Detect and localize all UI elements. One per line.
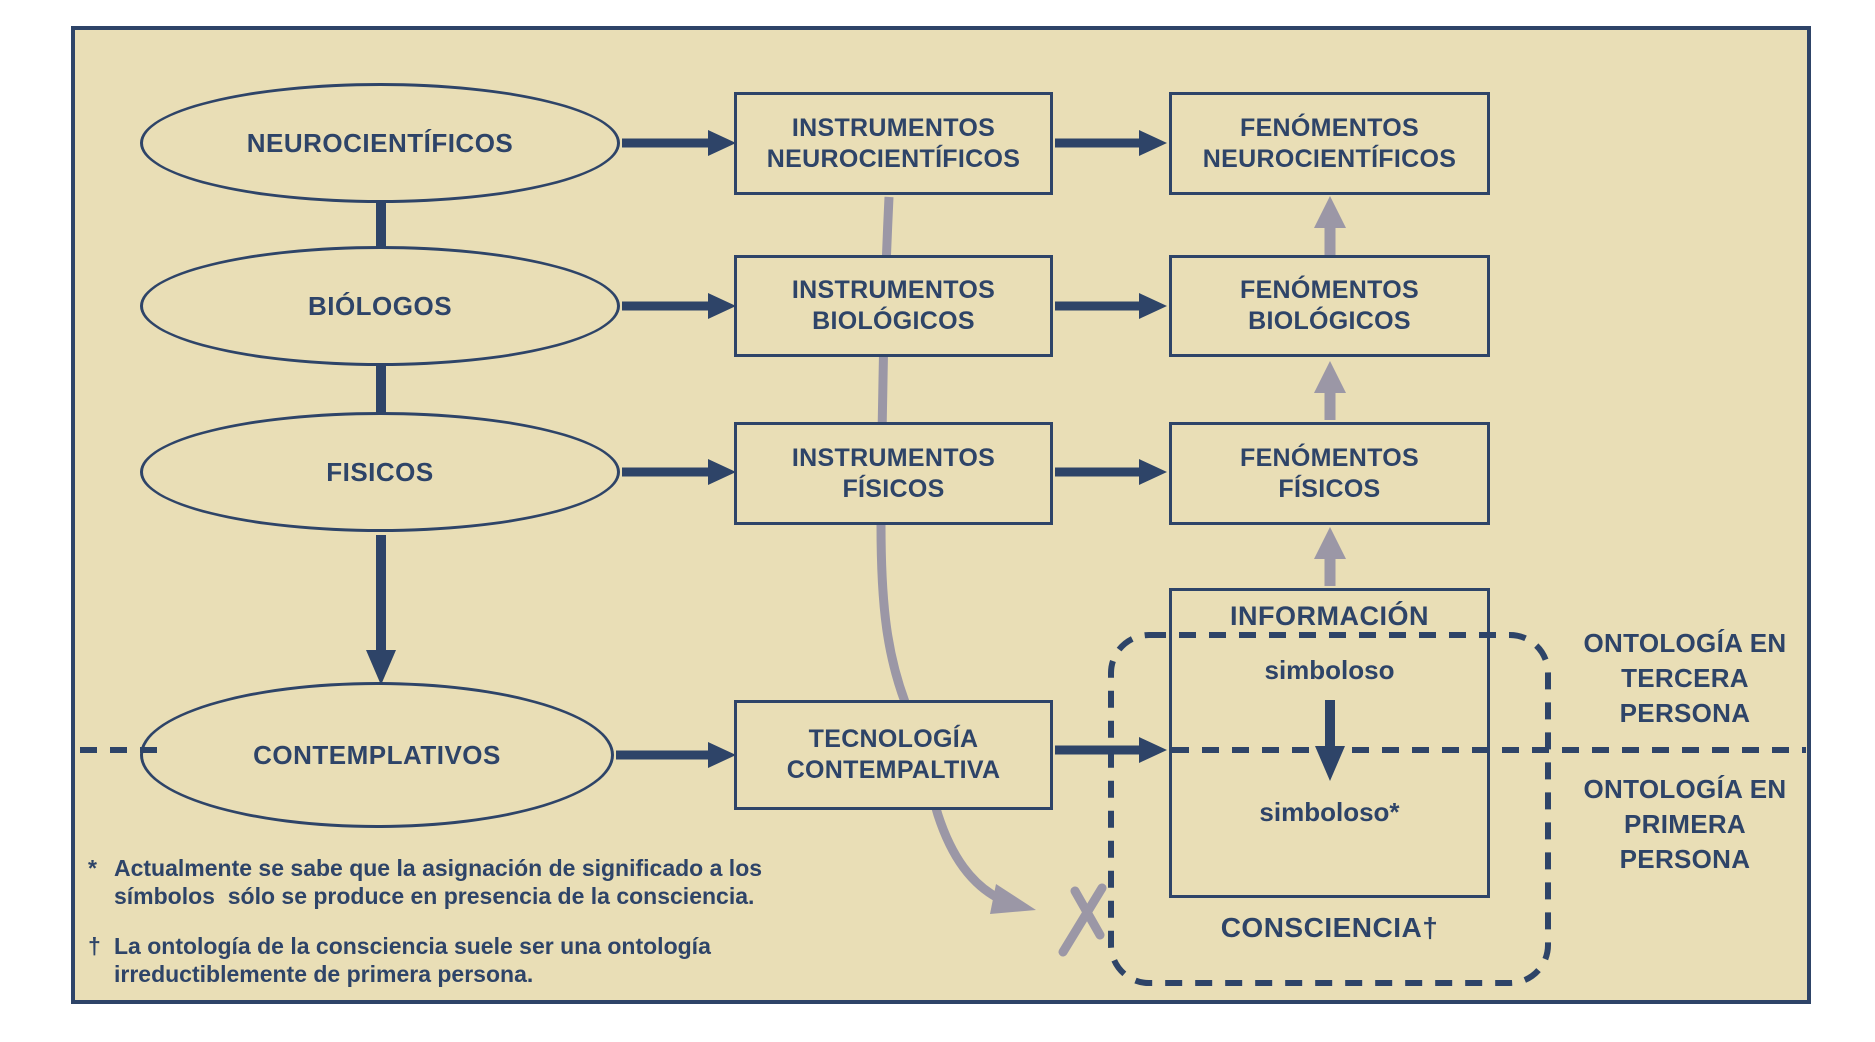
footnote-asterisk: * Actualmente se sabe que la asignación … bbox=[88, 854, 868, 910]
box-tecnologia-contemplativa: TECNOLOGÍA CONTEMPALTIVA bbox=[734, 700, 1053, 810]
simboloso-upper: simboloso bbox=[1264, 655, 1395, 685]
footnote-text: La ontología de la consciencia suele ser… bbox=[114, 933, 711, 987]
ellipse-label: BIÓLOGOS bbox=[307, 290, 453, 321]
ellipse-label: NEUROCIENTÍFICOS bbox=[246, 127, 514, 158]
simboloso-lower: simboloso* bbox=[1259, 797, 1400, 827]
box-label-line1: TECNOLOGÍA bbox=[808, 725, 979, 753]
ellipse-biologos: BIÓLOGOS bbox=[140, 246, 620, 366]
box-label-line2: NEUROCIENTÍFICOS bbox=[766, 144, 1021, 173]
box-instrumentos-biologicos: INSTRUMENTOS BIOLÓGICOS bbox=[734, 255, 1053, 357]
box-label-line2: NEUROCIENTÍFICOS bbox=[1202, 144, 1457, 173]
box-label-line2: CONTEMPALTIVA bbox=[786, 756, 1001, 784]
ontologia-primera-persona-label: ONTOLOGÍA EN PRIMERA PERSONA bbox=[1583, 774, 1787, 874]
box-label-line1: FENÓMENTOS bbox=[1240, 113, 1419, 142]
box-label-line1: FENÓMENTOS bbox=[1240, 443, 1419, 472]
ellipse-neurocientificos: NEUROCIENTÍFICOS bbox=[140, 83, 620, 203]
ontologia-tercera-persona-label: ONTOLOGÍA EN TERCERA PERSONA bbox=[1583, 628, 1787, 728]
footnote-marker: † bbox=[88, 933, 101, 959]
box-label-line2: FÍSICOS bbox=[1278, 474, 1381, 503]
footnote-dagger: † La ontología de la consciencia suele s… bbox=[88, 932, 868, 988]
box-label-line1: INSTRUMENTOS bbox=[791, 276, 996, 304]
box-label-line1: FENÓMENTOS bbox=[1240, 276, 1419, 304]
box-label-line1: INSTRUMENTOS bbox=[791, 113, 996, 142]
consciencia-label: CONSCIENCIA† bbox=[1220, 912, 1439, 943]
box-label-line2: BIOLÓGICOS bbox=[1248, 307, 1411, 335]
ellipse-label: CONTEMPLATIVOS bbox=[253, 739, 501, 770]
box-informacion: INFORMACIÓN simboloso simboloso* bbox=[1169, 588, 1490, 898]
footnotes: * Actualmente se sabe que la asignación … bbox=[88, 854, 868, 1010]
ellipse-contemplativos: CONTEMPLATIVOS bbox=[140, 682, 614, 828]
box-label-line2: BIOLÓGICOS bbox=[812, 307, 975, 335]
informacion-title: INFORMACIÓN bbox=[1230, 601, 1429, 631]
box-label-line1: INSTRUMENTOS bbox=[791, 443, 996, 472]
box-fenomenos-biologicos: FENÓMENTOS BIOLÓGICOS bbox=[1169, 255, 1490, 357]
ellipse-fisicos: FISICOS bbox=[140, 412, 620, 532]
ellipse-label: FISICOS bbox=[326, 456, 434, 487]
footnote-marker: * bbox=[88, 855, 97, 881]
footnote-text: Actualmente se sabe que la asignación de… bbox=[114, 855, 763, 909]
box-label-line2: FÍSICOS bbox=[842, 474, 945, 503]
